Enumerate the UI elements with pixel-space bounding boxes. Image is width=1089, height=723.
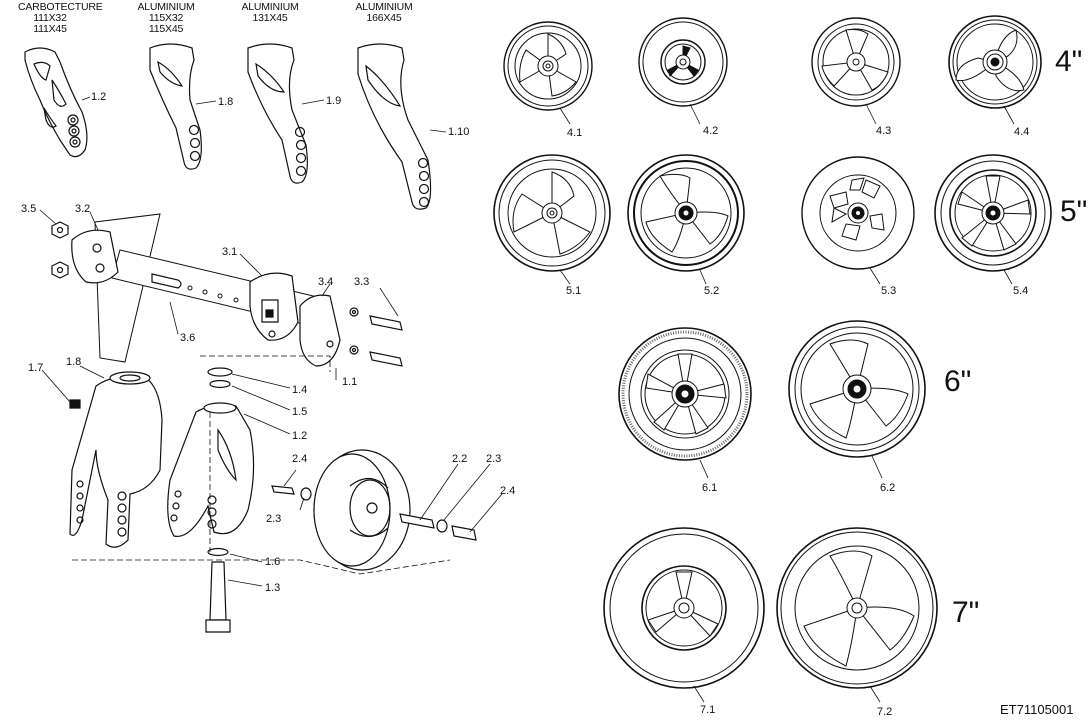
label-1-1: 1.1 bbox=[342, 376, 358, 388]
label-2-3-right: 2.3 bbox=[486, 453, 502, 465]
label-1-10: 1.10 bbox=[448, 126, 470, 138]
wheel-4-2 bbox=[639, 18, 727, 106]
wheel-4-1 bbox=[504, 22, 592, 110]
screw-1-7 bbox=[70, 400, 80, 408]
block-1-1 bbox=[300, 295, 340, 366]
label-1-6: 1.6 bbox=[265, 556, 281, 568]
header-aluminium-115: ALUMINIUM 115X32 115X45 bbox=[137, 1, 195, 35]
wheel-5-3 bbox=[802, 157, 914, 269]
label-5-2: 5.2 bbox=[704, 285, 720, 297]
label-1-8: 1.8 bbox=[218, 96, 234, 108]
label-2-4-right: 2.4 bbox=[500, 485, 516, 497]
fork-1-2-large bbox=[168, 403, 254, 536]
document-code: ET71105001 bbox=[1000, 702, 1074, 717]
header-aluminium-166: ALUMINIUM 166X45 bbox=[355, 1, 413, 24]
fork-aluminium-115 bbox=[150, 44, 201, 169]
wheel-5-1 bbox=[494, 155, 610, 271]
label-1-4: 1.4 bbox=[292, 384, 308, 396]
label-2-4-left: 2.4 bbox=[292, 453, 308, 465]
size-6-inch: 6" bbox=[944, 365, 972, 398]
label-7-1: 7.1 bbox=[700, 704, 716, 716]
header-aluminium-131: ALUMINIUM 131X45 bbox=[241, 1, 299, 24]
label-3-6: 3.6 bbox=[180, 332, 196, 344]
wheel-4-3 bbox=[812, 18, 900, 106]
label-1-2: 1.2 bbox=[91, 91, 107, 103]
wheel-6-2 bbox=[789, 321, 925, 457]
wheel-7-1 bbox=[604, 528, 764, 688]
header-carbotecture: CARBOTECTURE 111X32 111X45 bbox=[18, 1, 103, 35]
label-4-2: 4.2 bbox=[703, 125, 719, 137]
label-2-2: 2.2 bbox=[452, 453, 468, 465]
label-6-1: 6.1 bbox=[702, 482, 718, 494]
size-5-inch: 5" bbox=[1060, 195, 1088, 228]
wheel-5-4 bbox=[935, 155, 1051, 271]
label-5-4: 5.4 bbox=[1013, 285, 1029, 297]
washers-1-4-1-5 bbox=[208, 368, 232, 388]
label-4-3: 4.3 bbox=[876, 125, 892, 137]
size-7-inch: 7" bbox=[952, 596, 980, 629]
label-3-2: 3.2 bbox=[75, 203, 91, 215]
wheel-7-2 bbox=[777, 528, 937, 688]
label-5-1: 5.1 bbox=[566, 285, 582, 297]
nut-3-5 bbox=[52, 222, 68, 278]
label-3-5: 3.5 bbox=[21, 203, 37, 215]
axle-1-3 bbox=[206, 549, 230, 633]
fork-carbotecture bbox=[25, 48, 87, 157]
wheel-6-1 bbox=[619, 328, 751, 460]
fork-aluminium-166 bbox=[358, 44, 431, 209]
caster-wheel bbox=[314, 450, 410, 570]
frame-tube bbox=[95, 214, 330, 362]
fork-aluminium-131 bbox=[248, 44, 307, 183]
label-3-1: 3.1 bbox=[222, 246, 238, 258]
label-4-4: 4.4 bbox=[1014, 126, 1030, 138]
wheel-4-4 bbox=[949, 16, 1041, 108]
label-3-4: 3.4 bbox=[318, 276, 334, 288]
label-3-3: 3.3 bbox=[354, 276, 370, 288]
label-4-1: 4.1 bbox=[567, 127, 583, 139]
size-4-inch: 4" bbox=[1055, 45, 1083, 78]
head-3-1 bbox=[250, 273, 298, 340]
label-1-2-asm: 1.2 bbox=[292, 430, 308, 442]
axle-bolt-2-2 bbox=[272, 486, 476, 540]
clamp-3-2 bbox=[72, 230, 118, 283]
label-6-2: 6.2 bbox=[880, 482, 896, 494]
pin-3-6 bbox=[152, 274, 181, 288]
label-7-2: 7.2 bbox=[877, 706, 893, 718]
label-2-3-left: 2.3 bbox=[266, 513, 282, 525]
fork-1-8-large bbox=[70, 372, 162, 547]
bolts-3-3 bbox=[350, 308, 402, 366]
label-1-3: 1.3 bbox=[265, 582, 281, 594]
label-1-9: 1.9 bbox=[326, 95, 342, 107]
label-5-3: 5.3 bbox=[881, 285, 897, 297]
label-1-5: 1.5 bbox=[292, 406, 308, 418]
label-1-7: 1.7 bbox=[28, 362, 44, 374]
label-1-8-asm: 1.8 bbox=[66, 356, 82, 368]
wheel-5-2 bbox=[628, 155, 744, 271]
